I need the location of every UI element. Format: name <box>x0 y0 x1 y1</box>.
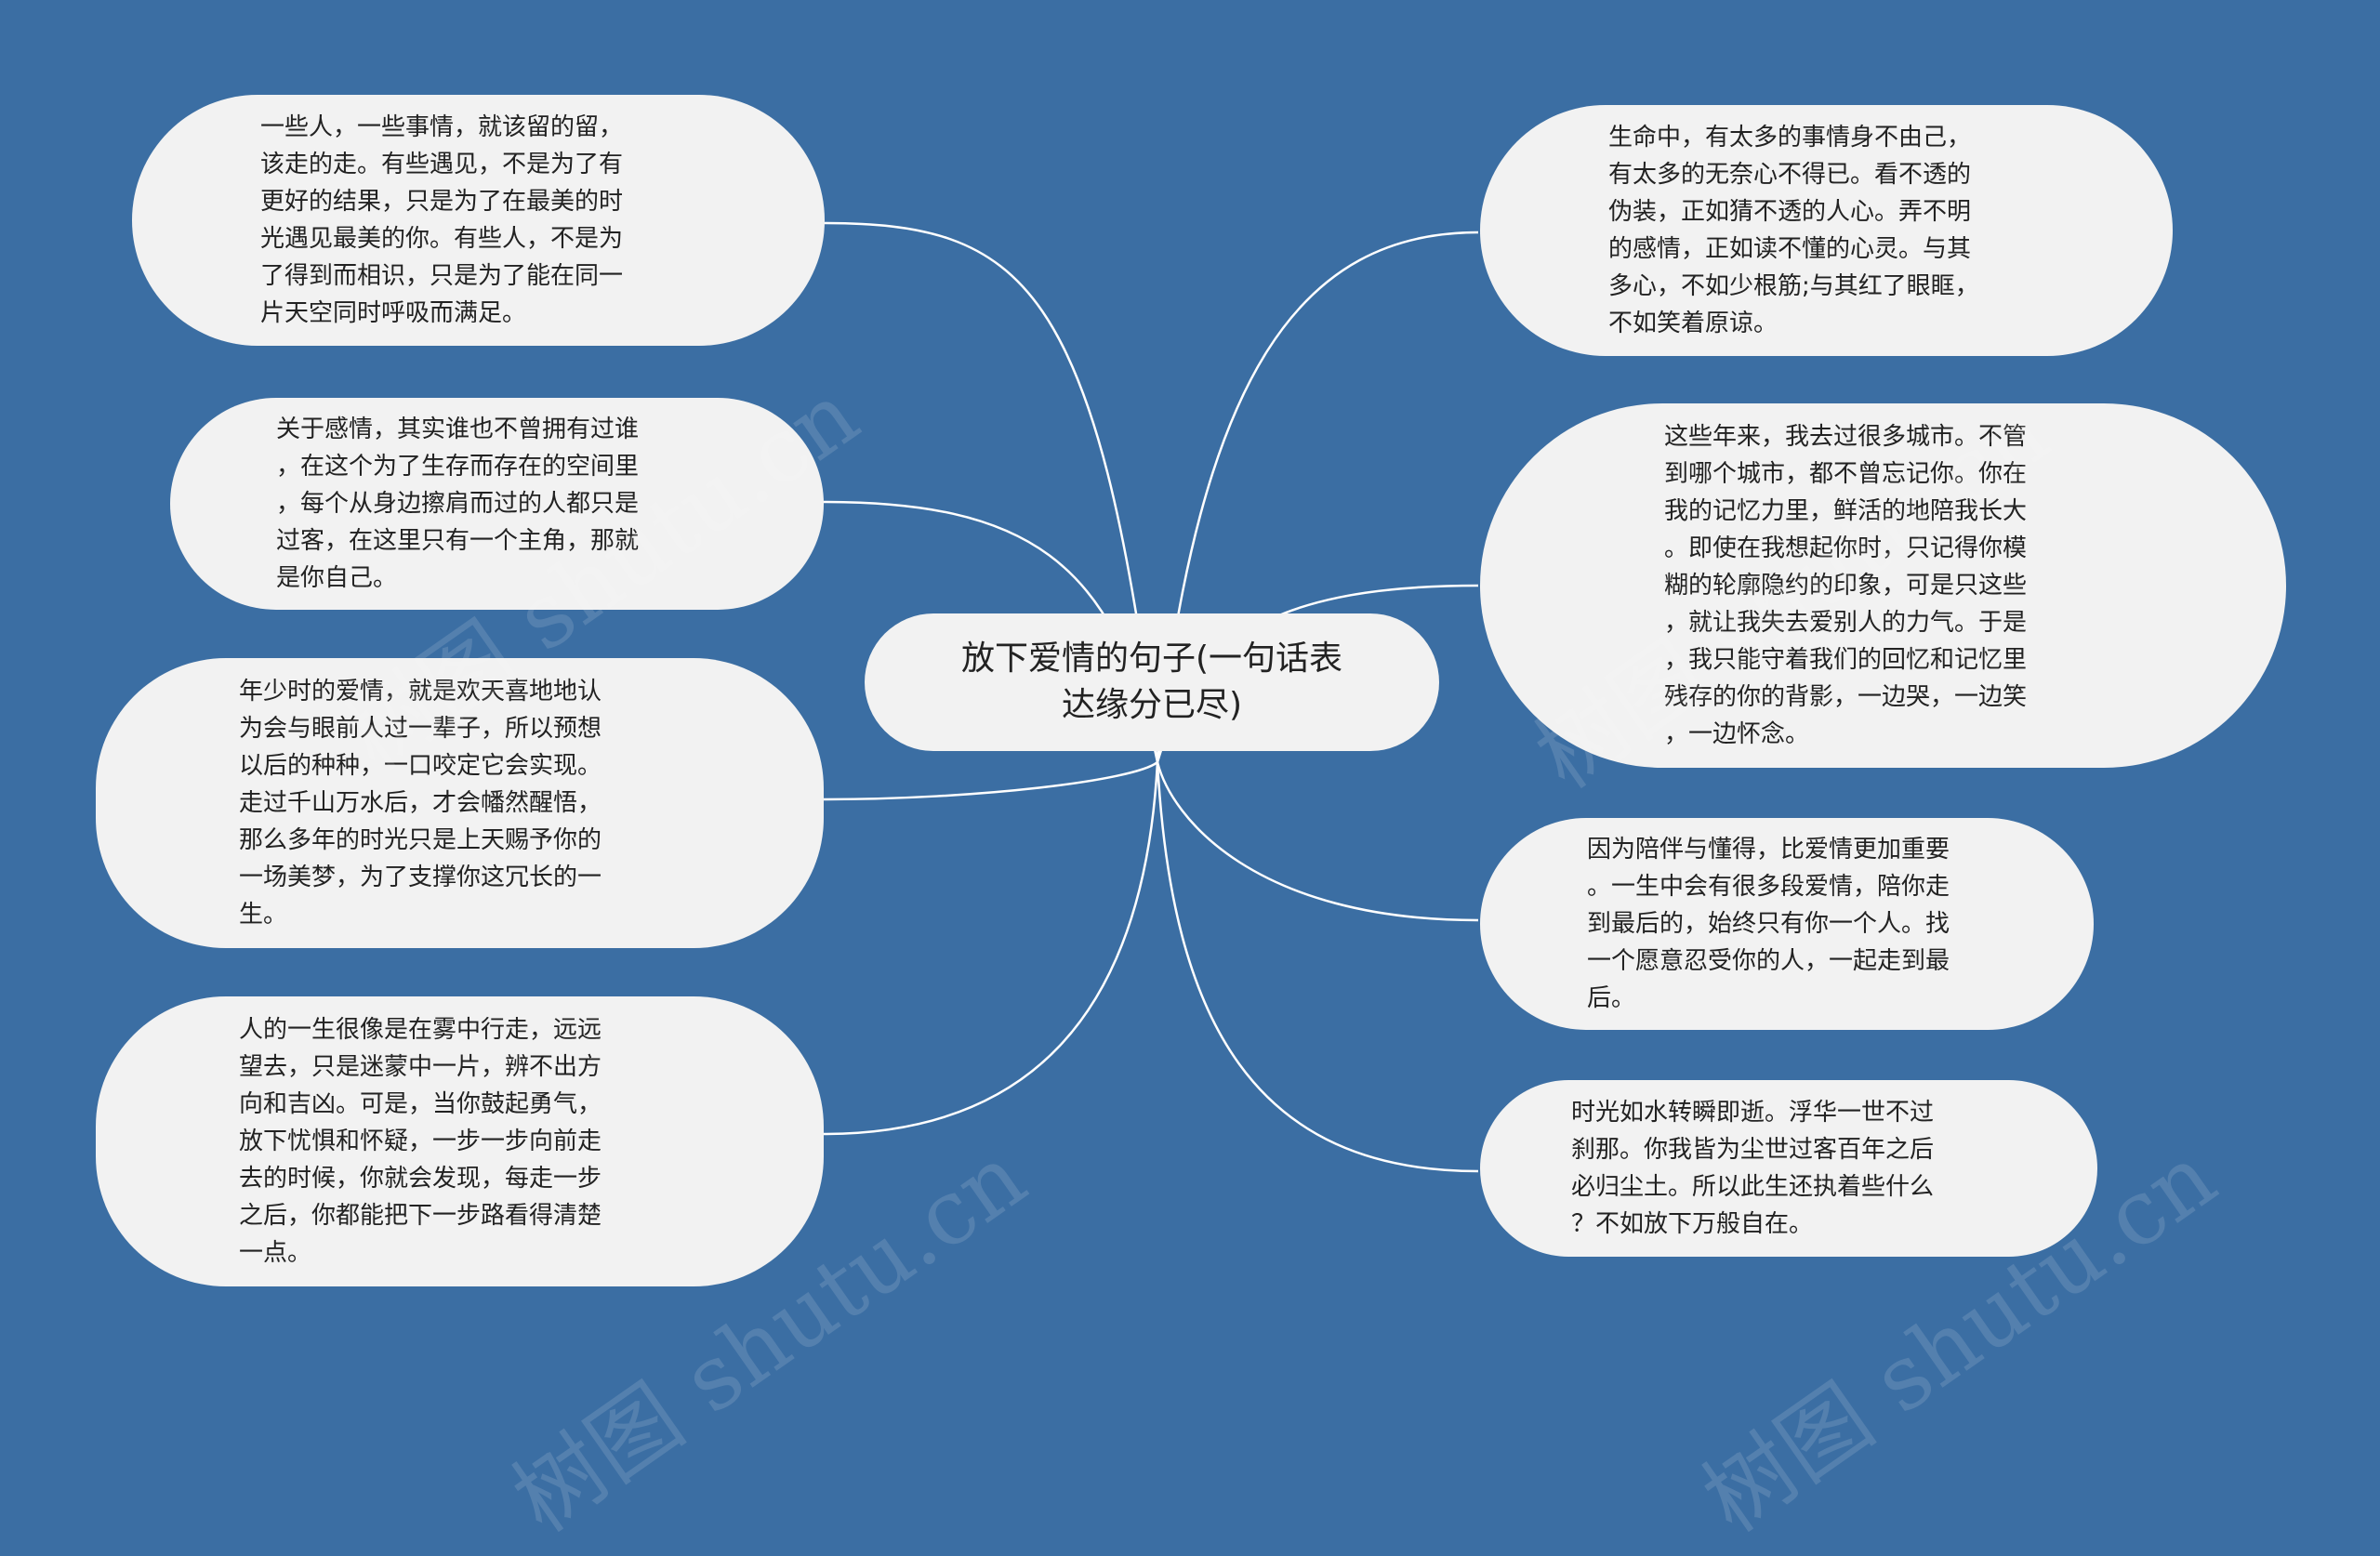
right-topic-text-3: 因为陪伴与懂得，比爱情更加重要 。一生中会有很多段爱情，陪你走 到最后的，始终只… <box>1587 836 1950 1012</box>
center-topic-node[interactable]: 放下爱情的句子(一句话表 达缘分已尽) <box>865 613 1439 751</box>
left-topic-node-3[interactable]: 年少时的爱情，就是欢天喜地地认 为会与眼前人过一辈子，所以预想 以后的种种，一口… <box>96 658 824 948</box>
connector-left-3 <box>822 760 1158 801</box>
connector-left-1 <box>822 221 1159 763</box>
right-topic-text-1: 生命中，有太多的事情身不由己， 有太多的无奈心不得已。看不透的 伪装，正如猜不透… <box>1608 124 1979 337</box>
right-topic-node-1[interactable]: 生命中，有太多的事情身不由己， 有太多的无奈心不得已。看不透的 伪装，正如猜不透… <box>1480 105 2173 356</box>
left-topic-node-2[interactable]: 关于感情，其实谁也不曾拥有过谁 ，在这个为了生存而存在的空间里 ，每个从身边擦肩… <box>170 398 824 610</box>
connector-right-3 <box>1156 761 1479 922</box>
connector-right-1 <box>1156 231 1479 763</box>
left-topic-node-1[interactable]: 一些人，一些事情，就该留的留， 该走的走。有些遇见，不是为了有 更好的结果，只是… <box>132 95 825 346</box>
left-topic-text-2: 关于感情，其实谁也不曾拥有过谁 ，在这个为了生存而存在的空间里 ，每个从身边擦肩… <box>276 415 640 592</box>
right-topic-text-2: 这些年来，我去过很多城市。不管 到哪个城市，都不曾忘记你。你在 我的记忆力里，鲜… <box>1664 423 2028 748</box>
connector-right-4 <box>1156 761 1479 1173</box>
connector-left-4 <box>822 761 1159 1136</box>
left-topic-text-3: 年少时的爱情，就是欢天喜地地认 为会与眼前人过一辈子，所以预想 以后的种种，一口… <box>239 678 602 929</box>
right-topic-node-4[interactable]: 时光如水转瞬即逝。浮华一世不过 刹那。你我皆为尘世过客百年之后 必归尘土。所以此… <box>1480 1080 2097 1257</box>
center-topic-title: 放下爱情的句子(一句话表 达缘分已尽) <box>960 640 1343 724</box>
right-topic-text-4: 时光如水转瞬即逝。浮华一世不过 刹那。你我皆为尘世过客百年之后 必归尘土。所以此… <box>1571 1099 1935 1238</box>
left-topic-text-1: 一些人，一些事情，就该留的留， 该走的走。有些遇见，不是为了有 更好的结果，只是… <box>260 113 624 327</box>
left-topic-node-4[interactable]: 人的一生很像是在雾中行走，远远 望去，只是迷蒙中一片，辨不出方 向和吉凶。可是，… <box>96 996 824 1286</box>
left-topic-text-4: 人的一生很像是在雾中行走，远远 望去，只是迷蒙中一片，辨不出方 向和吉凶。可是，… <box>239 1016 602 1267</box>
mindmap-canvas: 放下爱情的句子(一句话表 达缘分已尽) 一些人，一些事情，就该留的留， 该走的走… <box>96 95 2286 1552</box>
right-topic-node-3[interactable]: 因为陪伴与懂得，比爱情更加重要 。一生中会有很多段爱情，陪你走 到最后的，始终只… <box>1480 818 2094 1030</box>
right-topic-node-2[interactable]: 这些年来，我去过很多城市。不管 到哪个城市，都不曾忘记你。你在 我的记忆力里，鲜… <box>1480 403 2286 768</box>
